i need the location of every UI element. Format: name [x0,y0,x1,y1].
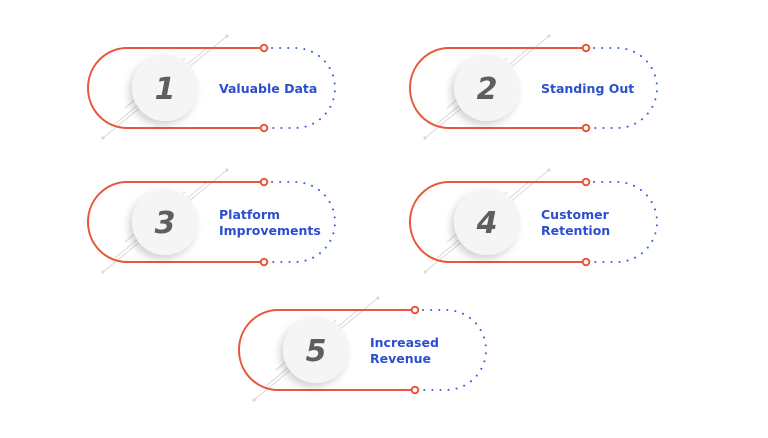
line-node [581,257,591,267]
tech-node [252,398,256,402]
step-number: 1 [155,72,176,107]
step-label: Retention [541,223,610,238]
line-node [410,385,420,395]
number-circle [454,189,520,255]
dotted-outline [593,181,658,263]
tech-node [101,270,105,274]
tech-node [547,34,551,38]
tech-node [225,34,229,38]
step-number: 5 [306,334,327,369]
orange-outline [409,47,586,129]
line-node [581,123,591,133]
line-node [259,43,269,53]
tech-node [423,136,427,140]
orange-outline [238,309,415,391]
line-node [259,177,269,187]
step-label: Improvements [219,223,321,238]
tech-node [423,270,427,274]
number-circle [132,189,198,255]
number-circle [132,55,198,121]
tech-node [225,168,229,172]
line-node [259,257,269,267]
line-node [259,123,269,133]
number-circle [454,55,520,121]
line-node [410,305,420,315]
tech-node [101,136,105,140]
step-label: Valuable Data [219,81,317,96]
orange-outline [87,47,264,129]
step-label: Revenue [370,351,431,366]
dotted-outline [271,181,336,263]
line-node [581,43,591,53]
number-circle [283,317,349,383]
step-label: Platform [219,207,280,222]
dotted-outline [422,309,487,391]
line-node [581,177,591,187]
orange-outline [87,181,264,263]
step-label: Standing Out [541,81,634,96]
step-number: 2 [477,72,498,107]
step-number: 3 [155,206,176,241]
step-card-1: 1 Valuable Data [87,34,336,140]
tech-node [547,168,551,172]
orange-outline [409,181,586,263]
step-label: Increased [370,335,439,350]
step-number: 4 [476,206,498,241]
step-label: Customer [541,207,610,222]
tech-node [376,296,380,300]
step-card-2: 2 Standing Out [409,34,658,140]
